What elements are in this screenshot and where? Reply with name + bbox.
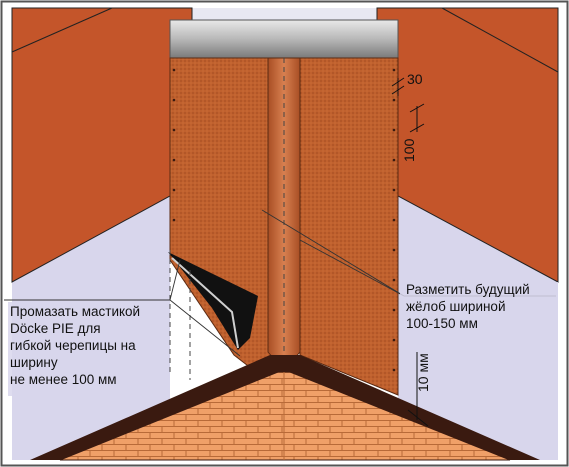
dim-nail-spacing: 100	[401, 138, 417, 162]
gutter-callout: Разметить будущий жёлоб шириной 100-150 …	[406, 282, 530, 331]
gable-brick	[59, 371, 511, 461]
mastic-line-4: ширину	[10, 355, 58, 370]
mastic-line-5: не менее 100 мм	[10, 372, 117, 387]
gutter-line-3: 100-150 мм	[406, 316, 478, 331]
top-opening	[192, 8, 377, 20]
gutter-line-1: Разметить будущий	[406, 282, 530, 297]
nail-marks	[172, 68, 396, 372]
dim-edge-gap: 30	[407, 71, 423, 87]
mastic-callout: Промазать мастикой Döcke PIE для гибкой …	[10, 304, 140, 387]
gable-eave	[30, 355, 540, 460]
mastic-line-1: Промазать мастикой	[10, 304, 140, 319]
mastic-line-3: гибкой черепицы на	[10, 338, 136, 353]
mastic-fold	[168, 252, 258, 350]
dimension-marks	[391, 77, 429, 427]
mastic-line-2: Döcke PIE для	[10, 321, 101, 336]
flashing-strip	[169, 19, 399, 59]
gutter-line-2: жёлоб шириной	[406, 299, 505, 314]
dim-overhang: 10 мм	[415, 353, 431, 392]
